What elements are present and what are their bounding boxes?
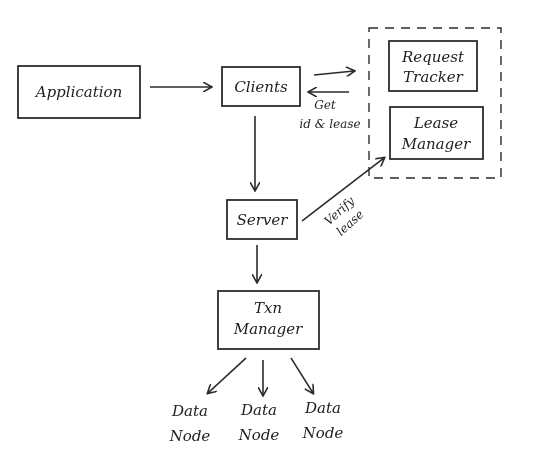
service-group-boundary (368, 27, 502, 179)
lease-manager-label-line1: Lease (413, 114, 458, 132)
data-node-1-label-line2: Node (169, 427, 211, 445)
data-node-2: Data Node (238, 401, 280, 444)
edge-clients-to-request-tracker (313, 71, 354, 75)
data-node-2-label-line1: Data (240, 401, 277, 419)
request-tracker-label-line1: Request (401, 48, 465, 66)
application-node: Application (17, 65, 141, 119)
data-node-1-label-line1: Data (171, 402, 208, 420)
clients-label: Clients (234, 78, 288, 96)
request-tracker-label-line2: Tracker (403, 68, 463, 86)
server-node: Server (226, 199, 298, 240)
edge-txn-to-data-node-1 (208, 357, 247, 393)
edge-server-verify-lease (301, 158, 384, 222)
edge-txn-to-data-node-3 (290, 357, 313, 393)
get-id-lease-label-line2: id & lease (299, 117, 360, 131)
application-label: Application (34, 83, 123, 101)
lease-manager-node: Lease Manager (389, 106, 484, 160)
clients-node: Clients (221, 66, 301, 107)
txn-manager-label-line1: Txn (254, 299, 282, 317)
data-node-1: Data Node (169, 402, 211, 445)
lease-manager-label-line2: Manager (401, 135, 471, 153)
txn-manager-node: Txn Manager (217, 290, 320, 350)
data-node-3-label-line2: Node (302, 424, 344, 442)
get-id-lease-label-line1: Get (314, 98, 336, 112)
data-node-3-label-line1: Data (304, 399, 341, 417)
data-node-3: Data Node (302, 399, 344, 442)
server-label: Server (237, 211, 289, 229)
data-node-2-label-line2: Node (238, 426, 280, 444)
request-tracker-node: Request Tracker (388, 40, 478, 92)
txn-manager-label-line2: Manager (233, 320, 303, 338)
